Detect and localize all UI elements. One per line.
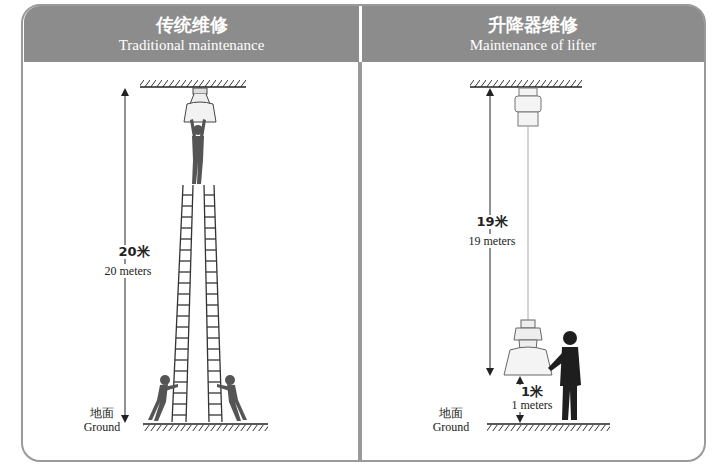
ladder-rung: [206, 293, 217, 294]
ladder-rung: [175, 359, 188, 360]
helper-right: [217, 375, 247, 421]
header-band: 升降器维修Maintenance of lifter: [362, 6, 704, 62]
ladder-rung: [206, 271, 217, 272]
ladder-rung: [178, 282, 190, 283]
ground-hatch: [143, 425, 268, 431]
ladder-rung: [204, 194, 214, 195]
ladder-rung: [208, 392, 221, 393]
ladder-rung: [173, 403, 187, 404]
ground-label: Ground: [82, 420, 123, 434]
ladder-rung: [205, 227, 216, 228]
header-title: 传统维修: [156, 14, 228, 36]
ladder-rung: [206, 260, 217, 261]
dimension-value: 20米: [116, 245, 151, 259]
header-subtitle: Maintenance of lifter: [470, 36, 597, 54]
ladder-rung: [209, 403, 222, 404]
worker-on-ladder: [190, 119, 206, 184]
ladder-rung: [207, 315, 219, 316]
ladder-rung: [182, 205, 192, 206]
header-band: 传统维修Traditional maintenance: [24, 6, 359, 62]
ladder-rung: [180, 249, 191, 250]
panel-divider: [358, 62, 362, 461]
ladder-rung: [208, 359, 220, 360]
ladder-rung: [206, 282, 217, 283]
ladder-rung: [207, 348, 219, 349]
ladder-rung: [205, 216, 215, 217]
ground-label: 地面: [437, 406, 465, 420]
ladder-rung: [178, 293, 190, 294]
helper-left: [148, 375, 178, 421]
ladder: [172, 185, 222, 422]
ladder-rung: [183, 194, 193, 195]
ladder-rung: [173, 392, 187, 393]
ladder-rung: [179, 260, 190, 261]
dimension-value: 19 meters: [467, 234, 518, 248]
ladder-rung: [180, 238, 191, 239]
ladder-rung: [207, 326, 219, 327]
ladder-rung: [208, 381, 220, 382]
ladder-rung: [177, 304, 189, 305]
dimension-arrow: [490, 92, 491, 372]
ladder-rung: [205, 238, 216, 239]
ladder-rung: [177, 315, 189, 316]
lamp: [184, 88, 216, 122]
ladder-rung: [182, 216, 193, 217]
dimension-value: 19米: [474, 215, 509, 229]
header-subtitle: Traditional maintenance: [119, 36, 265, 54]
ceiling-hatch: [470, 80, 582, 87]
ladder-rung: [179, 271, 190, 272]
ladder-rung: [172, 414, 186, 415]
ladder-rung: [175, 348, 188, 349]
outer-frame: [22, 5, 705, 461]
dimension-value: 1 meters: [510, 398, 555, 412]
ladder-rung: [176, 337, 189, 338]
ladder-rung: [181, 227, 192, 228]
ladder-rung: [205, 249, 216, 250]
lamp: [504, 320, 552, 375]
ladder-rung: [176, 326, 188, 327]
dimension-value: 1米: [519, 385, 545, 399]
dimension-value: 20 meters: [103, 264, 154, 278]
ground-label: Ground: [431, 420, 472, 434]
lifter-unit: [515, 88, 541, 126]
ground-label: 地面: [88, 406, 116, 420]
cable: [528, 126, 529, 320]
ladder-rung: [204, 205, 214, 206]
ladder-rung: [208, 370, 220, 371]
ladder-rung: [174, 381, 187, 382]
ceiling-hatch: [140, 80, 246, 87]
ground-hatch: [487, 425, 610, 431]
ladder-rung: [209, 414, 222, 415]
ladder-rung: [207, 304, 219, 305]
header-title: 升降器维修: [488, 14, 578, 36]
ladder-rung: [174, 370, 187, 371]
ladder-rung: [207, 337, 219, 338]
